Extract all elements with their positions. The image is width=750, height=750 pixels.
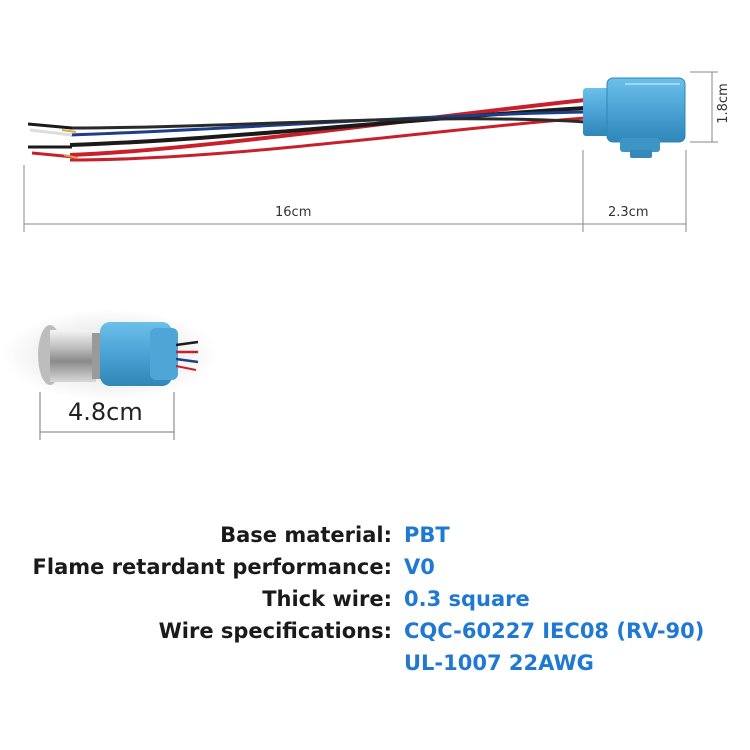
wire-red-2: [69, 116, 586, 162]
assembled-switch: [2, 309, 218, 401]
spec-value: 0.3 square: [404, 587, 530, 611]
wire-length-label: 16cm: [275, 205, 312, 220]
spec-row-thick-wire: Thick wire: 0.3 square: [0, 583, 750, 615]
spec-list: Base material: PBT Flame retardant perfo…: [0, 519, 750, 679]
spec-label: Wire specifications:: [158, 619, 392, 643]
wire-bundle: [27, 98, 586, 162]
spec-value: V0: [404, 555, 435, 579]
spec-label: Base material:: [220, 523, 392, 547]
connector-length-label: 2.3cm: [608, 205, 649, 220]
dimension-lines: [23, 71, 718, 232]
spec-value: CQC-60227 IEC08 (RV-90): [404, 619, 705, 643]
wire-black-2: [69, 117, 586, 130]
spec-row-wire-specifications-cont: UL-1007 22AWG: [0, 647, 750, 679]
connector-height-label: 1.8cm: [715, 83, 731, 124]
spec-row-flame-retardant: Flame retardant performance: V0: [0, 551, 750, 583]
spec-label: Thick wire:: [262, 587, 392, 611]
assembled-length-label: 4.8cm: [68, 398, 143, 426]
spec-label: Flame retardant performance:: [32, 555, 392, 579]
spec-value: UL-1007 22AWG: [404, 651, 594, 675]
dimension-line-assembled: [39, 392, 175, 440]
spec-row-wire-specifications: Wire specifications: CQC-60227 IEC08 (RV…: [0, 615, 750, 647]
blue-connector: [583, 77, 686, 158]
wire-red: [69, 98, 586, 157]
spec-row-base-material: Base material: PBT: [0, 519, 750, 551]
product-illustration: [2, 71, 718, 440]
spec-value: PBT: [404, 523, 450, 547]
